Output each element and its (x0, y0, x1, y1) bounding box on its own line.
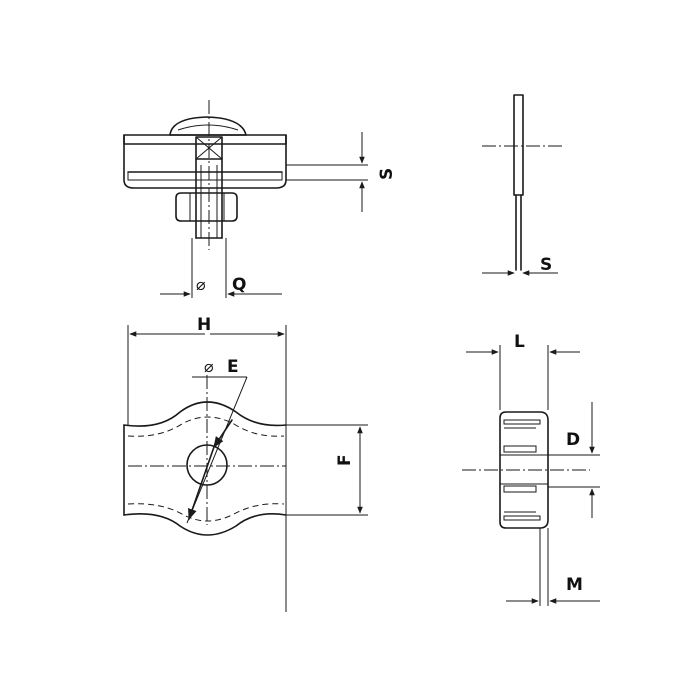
dimension-s-side: S (482, 255, 558, 276)
side-view-clamp: L D M (462, 332, 600, 606)
diameter-symbol-q: ⌀ (196, 275, 206, 294)
dimension-s-front: S (286, 132, 397, 212)
bolt-head (169, 116, 247, 136)
label-h: H (197, 315, 211, 335)
label-l: L (514, 332, 525, 352)
hex-nut (175, 192, 238, 222)
clamp-body-outline (123, 401, 287, 536)
label-s-side: S (540, 255, 552, 275)
upper-clamp-plate (123, 134, 287, 189)
diameter-symbol-e: ⌀ (204, 357, 214, 376)
label-e: E (227, 357, 239, 377)
label-m: M (566, 575, 583, 595)
side-view-plate: S (482, 94, 564, 276)
dimension-h: H (127, 315, 287, 612)
label-f: F (335, 454, 355, 466)
dimension-e: ⌀ E (186, 357, 248, 524)
front-section-view: ⌀ Q S (123, 100, 397, 298)
bolt-shank (195, 158, 223, 239)
label-d: D (566, 430, 580, 450)
dimension-f: F (286, 424, 368, 516)
label-s-front: S (377, 168, 397, 180)
dimension-q: ⌀ Q (160, 238, 282, 298)
dimension-m: M (506, 528, 600, 606)
label-q: Q (232, 275, 246, 295)
dimension-l: L (466, 332, 580, 410)
top-view: H ⌀ E F (123, 315, 368, 612)
clamp-side-profile (462, 411, 590, 529)
dimension-d: D (548, 402, 600, 518)
